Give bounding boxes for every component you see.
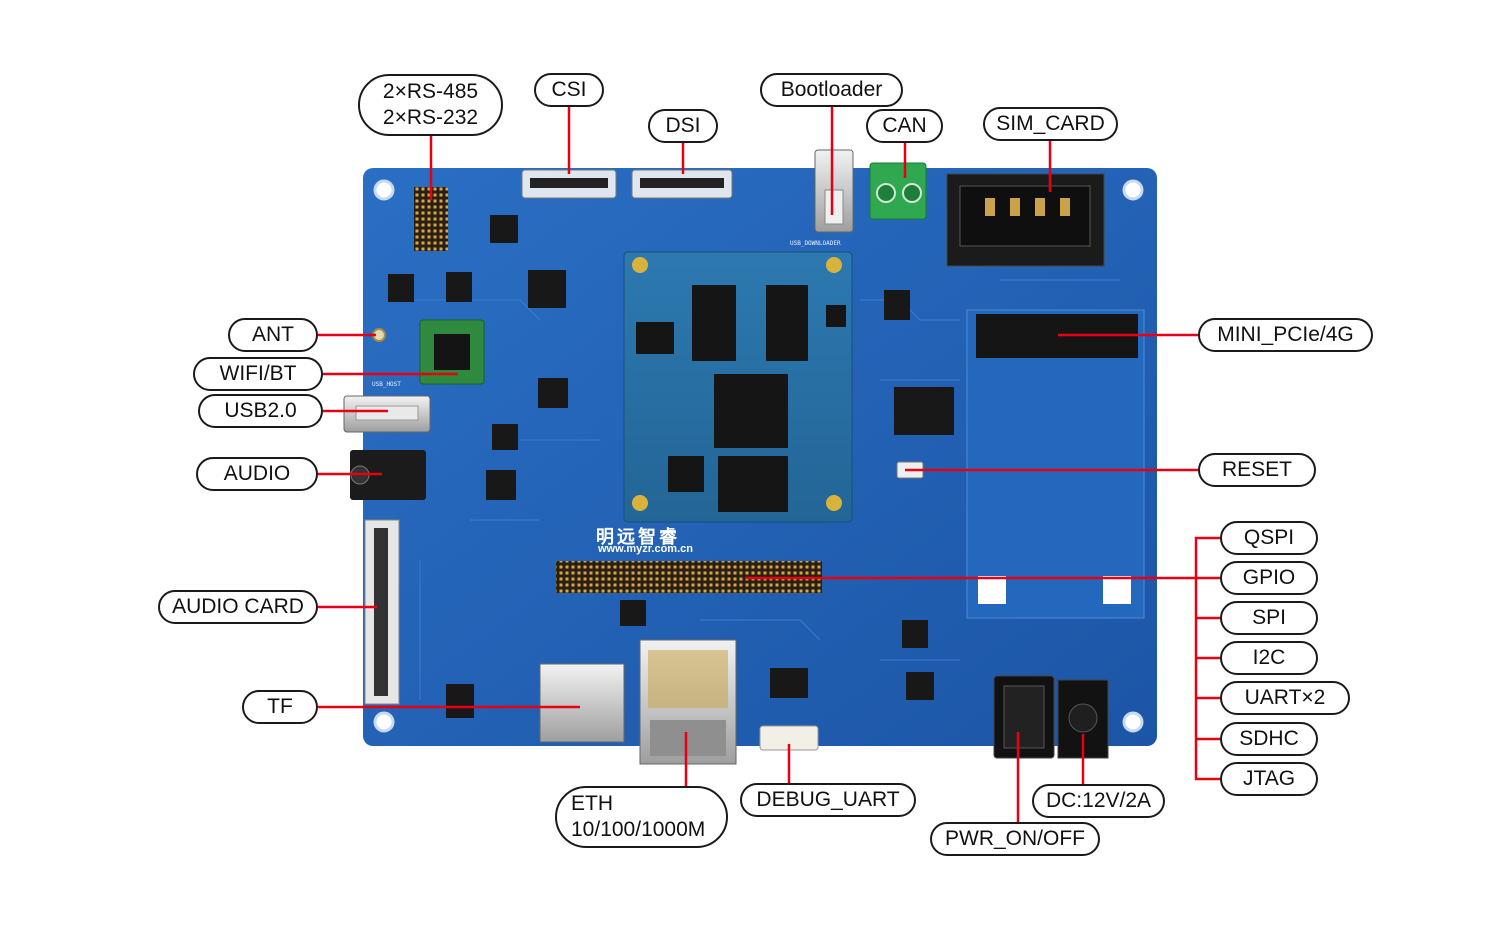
callout-usb2: USB2.0: [198, 394, 323, 428]
callout-jtag: JTAG: [1220, 762, 1318, 796]
silk-usb-downloader: USB_DOWNLOADER: [790, 240, 841, 247]
callout-i2c: I2C: [1220, 641, 1318, 675]
callout-ant: ANT: [228, 318, 318, 352]
callout-dsi: DSI: [648, 109, 718, 143]
audio-jack: [350, 450, 426, 500]
callout-sdhc: SDHC: [1220, 722, 1318, 756]
callout-audio-card: AUDIO CARD: [158, 590, 318, 624]
callout-dc: DC:12V/2A: [1032, 784, 1165, 818]
callout-rs485-rs232: 2×RS-485 2×RS-232: [358, 74, 503, 136]
callout-eth: ETH 10/100/1000M: [555, 786, 728, 848]
callout-bootloader: Bootloader: [760, 73, 903, 107]
silk-usb-host: USB_HOST: [372, 381, 401, 388]
rs485-text: 2×RS-485: [382, 80, 479, 103]
eth-speed-text: 10/100/1000M: [571, 818, 706, 841]
callout-gpio: GPIO: [1220, 561, 1318, 595]
callout-sim-card: SIM_CARD: [983, 107, 1118, 141]
rs232-text: 2×RS-232: [382, 106, 479, 129]
eth-text: ETH: [571, 792, 613, 815]
callout-audio: AUDIO: [196, 457, 318, 491]
callout-csi: CSI: [534, 73, 604, 107]
callout-spi: SPI: [1220, 601, 1318, 635]
brand-chinese: 明远智睿: [596, 527, 680, 547]
tf-slot: [539, 663, 625, 743]
callout-uart: UART×2: [1220, 681, 1350, 715]
callout-wifi-bt: WIFI/BT: [193, 357, 323, 391]
mounting-holes: [373, 179, 1144, 733]
can-terminal: [869, 162, 927, 220]
callout-pwr: PWR_ON/OFF: [930, 822, 1100, 856]
callout-tf: TF: [242, 690, 318, 724]
callout-reset: RESET: [1198, 453, 1316, 487]
callout-can: CAN: [866, 109, 943, 143]
callout-qspi: QSPI: [1220, 521, 1318, 555]
callout-mini-pcie: MINI_PCIe/4G: [1198, 318, 1373, 352]
brand-url: www.myzr.com.cn: [598, 543, 693, 555]
mini-pcie-area: [966, 309, 1145, 619]
callout-debug-uart: DEBUG_UART: [740, 783, 916, 817]
leader-lines: [318, 104, 1220, 824]
